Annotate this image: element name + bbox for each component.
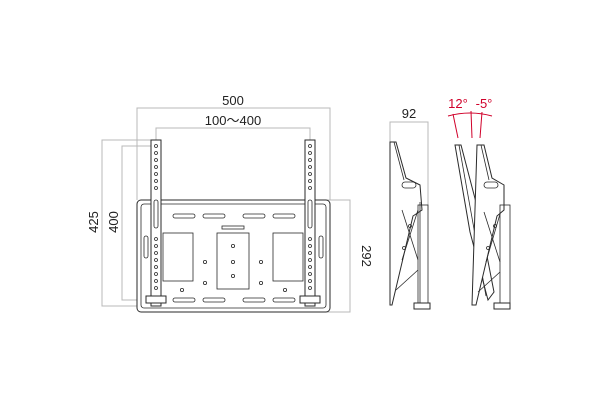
plate-height-label: 292 (359, 245, 374, 267)
side-view: 92 12° -5° (389, 96, 511, 310)
wall-plate (136, 199, 331, 313)
right-arm-holes (308, 144, 312, 302)
height-overall-label: 425 (86, 211, 101, 233)
vesa-vertical-label: 400 (106, 211, 121, 233)
left-vertical-arm (145, 139, 167, 307)
right-vertical-arm (299, 139, 321, 307)
vesa-horizontal-label: 100〜400 (205, 113, 261, 128)
width-overall-label: 500 (222, 93, 244, 108)
front-view: 500 100〜400 425 400 292 (86, 93, 374, 313)
tilt-angle-indicators (447, 110, 493, 139)
tilt-down-label: -5° (476, 96, 493, 111)
side-profile-tilted (454, 144, 511, 310)
tilt-up-label: 12° (448, 96, 468, 111)
depth-label: 92 (402, 106, 416, 121)
depth-dimension-lines (389, 121, 429, 210)
side-profile-neutral (389, 141, 431, 310)
